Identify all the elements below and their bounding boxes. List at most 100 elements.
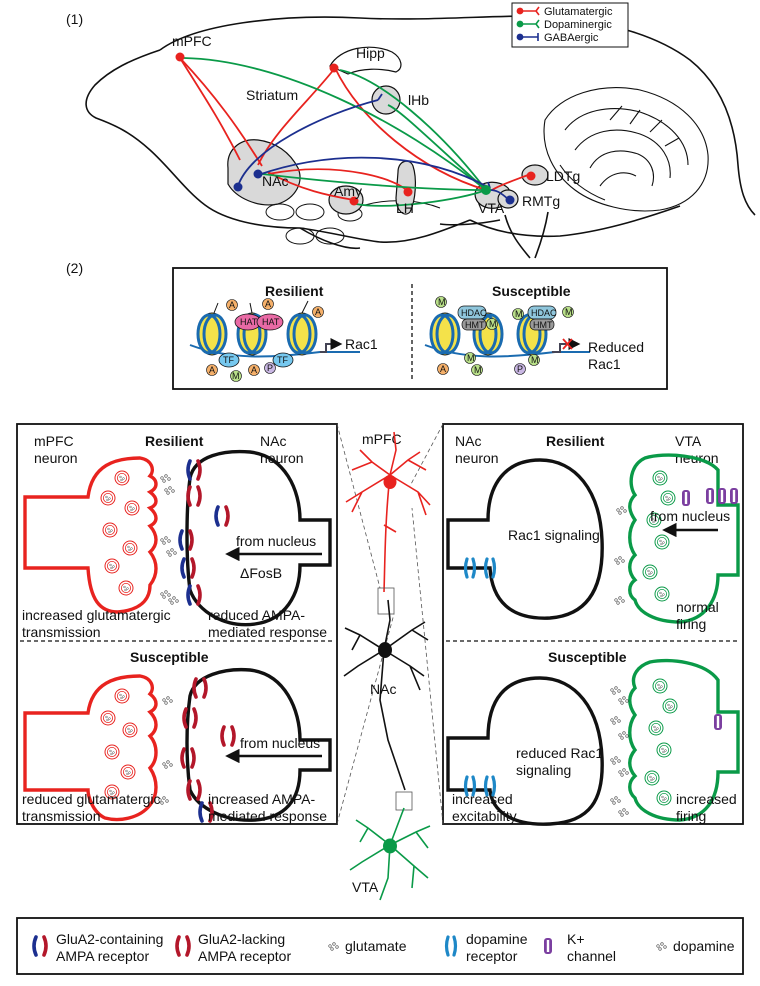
- res-caption-left-1: increased glutamatergic: [22, 607, 171, 623]
- region-nac: NAc: [262, 173, 288, 189]
- from-nucleus-left-bottom: from nucleus: [240, 735, 320, 751]
- svg-text:M: M: [232, 371, 240, 381]
- brain-regions: [227, 85, 549, 215]
- left-pre-label-1: mPFC: [34, 433, 74, 449]
- cerebellum: [543, 87, 709, 212]
- nac-spine-resilient: [185, 449, 332, 627]
- reduced-rac1-signaling-1: reduced Rac1: [516, 745, 603, 761]
- res-caption-left-2: transmission: [22, 624, 101, 640]
- region-lh: LH: [396, 200, 414, 216]
- dopaminergic-projections: [183, 57, 487, 207]
- legend-dopamine: dopamine: [673, 938, 735, 954]
- svg-text:HMT: HMT: [465, 320, 485, 330]
- resilient-marks-text: A A A A A M P HAT HAT TF TF: [209, 299, 321, 381]
- k-channel-icon: [544, 938, 552, 954]
- hippocampus-outline: [329, 46, 402, 75]
- sus-caption-right-2: mediated response: [208, 808, 327, 824]
- legend-gabaergic: GABAergic: [544, 32, 599, 44]
- reduced-rac1-line2: Rac1: [588, 356, 621, 372]
- reduced-rac1-line1: Reduced: [588, 339, 644, 355]
- left-post-label-2: neuron: [260, 450, 304, 466]
- region-mpfc: mPFC: [172, 33, 212, 49]
- region-vta: VTA: [478, 200, 505, 216]
- sus-caption-right-1: increased AMPA-: [208, 791, 315, 807]
- region-amy: Amy: [334, 183, 362, 199]
- right-resilient-title: Resilient: [546, 433, 605, 449]
- svg-text:HAT: HAT: [240, 317, 258, 327]
- region-hipp: Hipp: [356, 45, 385, 61]
- normal-firing-1: normal: [676, 599, 719, 615]
- res-caption-right-2: mediated response: [208, 624, 327, 640]
- mpfc-bouton-resilient: [23, 456, 158, 614]
- k-channel-susceptible: [714, 714, 722, 730]
- svg-text:A: A: [265, 299, 271, 309]
- region-lhb: lHb: [408, 92, 429, 108]
- sus-caption-left-1: reduced glutamatergic: [22, 791, 161, 807]
- legend-glutamate: glutamate: [345, 938, 407, 954]
- bottom-legend-box: [16, 917, 744, 975]
- center-mpfc-label: mPFC: [362, 431, 402, 447]
- res-caption-right-1: reduced AMPA-: [208, 607, 305, 623]
- from-nucleus-left-top: from nucleus: [236, 533, 316, 549]
- region-ldtg: LDTg: [546, 168, 580, 184]
- svg-text:M: M: [438, 297, 446, 307]
- left-post-label-1: NAc: [260, 433, 286, 449]
- brain-outline: [85, 15, 756, 259]
- resilient-epi-title: Resilient: [265, 283, 324, 299]
- legend-dopamine-receptor-1: dopamine: [466, 931, 528, 947]
- mpfc-soma: [383, 475, 397, 489]
- susceptible-marks-text: M M M M M M M A P HDAC HMT HDAC HMT: [438, 297, 573, 375]
- normal-firing-2: firing: [676, 616, 706, 632]
- svg-text:M: M: [467, 353, 475, 363]
- nac-zoom-box: [395, 791, 413, 811]
- right-post-label-1: NAc: [455, 433, 481, 449]
- right-susceptible-title: Susceptible: [548, 649, 627, 665]
- nac-neuron: [343, 599, 429, 791]
- svg-text:P: P: [517, 364, 523, 374]
- glutamatergic-projections: [179, 57, 529, 201]
- resilient-chromatin: [189, 298, 360, 382]
- center-vta-label: VTA: [352, 879, 379, 895]
- svg-text:A: A: [251, 365, 257, 375]
- svg-text:A: A: [209, 365, 215, 375]
- legend-kchannel-2: channel: [567, 948, 616, 964]
- susceptible-epi-title: Susceptible: [492, 283, 571, 299]
- mpfc-bouton-susceptible: [23, 674, 158, 822]
- legend-dopaminergic: Dopaminergic: [544, 19, 612, 31]
- region-striatum: Striatum: [246, 87, 298, 103]
- mpfc-neuron: [345, 431, 431, 593]
- increased-firing-1: increased: [676, 791, 737, 807]
- increased-excitability-2: excitability: [452, 808, 517, 824]
- legend-glua2-contain-2: AMPA receptor: [56, 948, 149, 964]
- left-synapse-box: [16, 423, 338, 825]
- svg-text:A: A: [440, 364, 446, 374]
- svg-text:HDAC: HDAC: [461, 308, 487, 318]
- svg-text:M: M: [565, 307, 573, 317]
- svg-text:TF: TF: [223, 355, 234, 365]
- rac1-signaling: Rac1 signaling: [508, 527, 600, 543]
- svg-text:M: M: [474, 365, 482, 375]
- legend-dopamine-receptor-2: receptor: [466, 948, 518, 964]
- svg-text:M: M: [515, 309, 523, 319]
- vta-bouton-resilient: [628, 453, 740, 624]
- rac1-gene-label: Rac1: [345, 336, 378, 352]
- projection-cell-bodies: [175, 52, 536, 206]
- svg-text:HAT: HAT: [262, 317, 280, 327]
- svg-text:A: A: [229, 300, 235, 310]
- panel2-label: (2): [66, 260, 83, 276]
- increased-firing-2: firing: [676, 808, 706, 824]
- legend-glua2-lack-1: GluA2-lacking: [198, 931, 285, 947]
- center-nac-label: NAc: [370, 681, 396, 697]
- svg-text:TF: TF: [277, 355, 288, 365]
- increased-excitability-1: increased: [452, 791, 513, 807]
- nac-soma: [378, 642, 392, 658]
- mpfc-zoom-box: [377, 587, 395, 615]
- from-nucleus-right-top: from nucleus: [650, 508, 730, 524]
- delta-fosb: ΔFosB: [240, 565, 282, 581]
- svg-text:HMT: HMT: [533, 320, 553, 330]
- projection-legend: Glutamatergic Dopaminergic GABAergic: [511, 2, 629, 48]
- reduced-rac1-signaling-2: signaling: [516, 762, 571, 778]
- panel1-label: (1): [66, 11, 83, 27]
- svg-text:M: M: [489, 319, 497, 329]
- sus-caption-left-2: transmission: [22, 808, 101, 824]
